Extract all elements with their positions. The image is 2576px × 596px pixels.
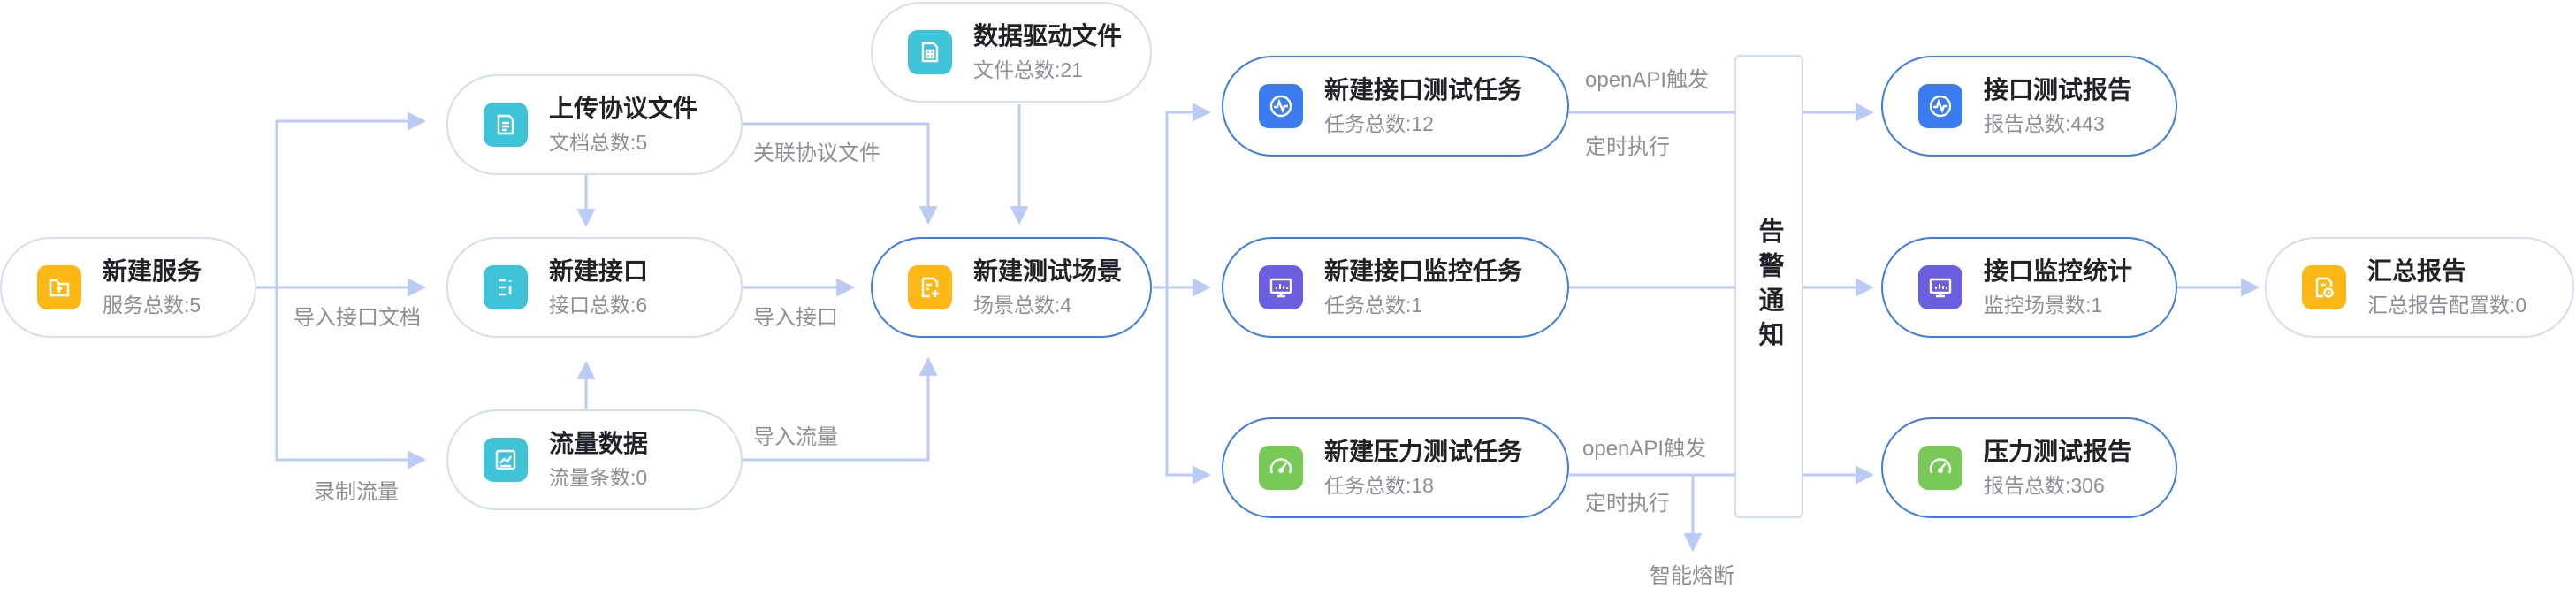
label-openapi-trigger-1: openAPI触发 xyxy=(1585,68,1710,92)
node-api-monitor-task[interactable]: 新建接口监控任务任务总数:1 xyxy=(1222,237,1569,338)
node-title: 新建接口监控任务 xyxy=(1324,257,1523,285)
edge-traffic-to-scene xyxy=(743,356,938,462)
node-traffic-data[interactable]: 流量数据流量条数:0 xyxy=(446,409,743,510)
folder-upload-icon xyxy=(37,265,81,309)
monitor-icon xyxy=(1918,265,1962,309)
data-file-icon xyxy=(908,30,952,74)
node-title: 数据驱动文件 xyxy=(973,22,1123,50)
node-count: 文件总数:21 xyxy=(973,58,1083,81)
label-import-interface: 导入接口 xyxy=(753,306,838,330)
node-title: 新建服务 xyxy=(103,257,202,285)
label-timed-run-2: 定时执行 xyxy=(1585,492,1670,516)
api-list-icon xyxy=(484,265,528,309)
node-title: 压力测试报告 xyxy=(1984,438,2133,465)
label-link-protocol: 关联协议文件 xyxy=(753,141,880,165)
scene-add-icon xyxy=(908,265,952,309)
node-new-test-scene[interactable]: 新建测试场景场景总数:4 xyxy=(871,237,1152,338)
node-count: 任务总数:1 xyxy=(1324,294,1423,317)
node-title: 接口测试报告 xyxy=(1984,76,2133,103)
node-stress-report[interactable]: 压力测试报告报告总数:306 xyxy=(1881,417,2177,518)
node-monitor-stats[interactable]: 接口监控统计监控场景数:1 xyxy=(1881,237,2177,338)
node-title: 接口监控统计 xyxy=(1984,257,2133,285)
node-title: 汇总报告 xyxy=(2367,257,2467,285)
node-count: 服务总数:5 xyxy=(103,294,202,317)
node-title: 新建接口 xyxy=(549,257,649,285)
label-openapi-trigger-2: openAPI触发 xyxy=(1582,437,1707,461)
node-count: 报告总数:306 xyxy=(1984,474,2105,497)
node-count: 场景总数:4 xyxy=(973,294,1072,317)
edge-service-to-traffic xyxy=(275,287,427,470)
node-title: 上传协议文件 xyxy=(549,95,698,122)
document-icon xyxy=(484,103,528,147)
node-count: 接口总数:6 xyxy=(549,294,648,317)
gauge-icon xyxy=(1918,446,1962,490)
pulse-icon xyxy=(1918,84,1962,128)
node-count: 汇总报告配置数:0 xyxy=(2367,294,2527,317)
label-timed-run-1: 定时执行 xyxy=(1585,135,1670,159)
node-data-driven-file[interactable]: 数据驱动文件文件总数:21 xyxy=(871,2,1152,103)
node-title: 流量数据 xyxy=(549,430,649,457)
node-count: 任务总数:18 xyxy=(1324,474,1434,497)
traffic-chart-icon xyxy=(484,438,528,482)
gauge-icon xyxy=(1259,446,1303,490)
node-title: 新建压力测试任务 xyxy=(1324,438,1523,465)
node-title: 新建接口测试任务 xyxy=(1324,76,1523,103)
edge-service-to-protocol xyxy=(256,111,427,289)
label-record-traffic: 录制流量 xyxy=(314,480,399,504)
monitor-icon xyxy=(1259,265,1303,309)
alert-label: 告警通知 xyxy=(1755,218,1783,355)
node-new-service[interactable]: 新建服务服务总数:5 xyxy=(0,237,256,338)
node-new-interface[interactable]: 新建接口接口总数:6 xyxy=(446,237,743,338)
label-import-traffic: 导入流量 xyxy=(753,425,838,449)
node-stress-test-task[interactable]: 新建压力测试任务任务总数:18 xyxy=(1222,417,1569,518)
label-circuit-break: 智能熔断 xyxy=(1650,564,1734,588)
node-count: 报告总数:443 xyxy=(1984,112,2105,135)
node-api-test-report[interactable]: 接口测试报告报告总数:443 xyxy=(1881,56,2177,157)
label-import-doc: 导入接口文档 xyxy=(293,306,421,330)
edge-scene-to-apitask xyxy=(1153,103,1212,289)
node-count: 监控场景数:1 xyxy=(1984,294,2103,317)
alert-notification-bar[interactable]: 告警通知 xyxy=(1734,55,1803,518)
summary-file-icon xyxy=(2302,265,2346,309)
node-upload-protocol[interactable]: 上传协议文件文档总数:5 xyxy=(446,74,743,175)
node-api-test-task[interactable]: 新建接口测试任务任务总数:12 xyxy=(1222,56,1569,157)
node-count: 任务总数:12 xyxy=(1324,112,1434,135)
node-title: 新建测试场景 xyxy=(973,257,1123,285)
pulse-icon xyxy=(1259,84,1303,128)
node-count: 文档总数:5 xyxy=(549,131,648,154)
node-summary-report[interactable]: 汇总报告汇总报告配置数:0 xyxy=(2265,237,2574,338)
edge-scene-to-stresstask xyxy=(1165,287,1212,485)
edge-protocol-to-scene xyxy=(743,122,938,225)
node-count: 流量条数:0 xyxy=(549,466,648,489)
